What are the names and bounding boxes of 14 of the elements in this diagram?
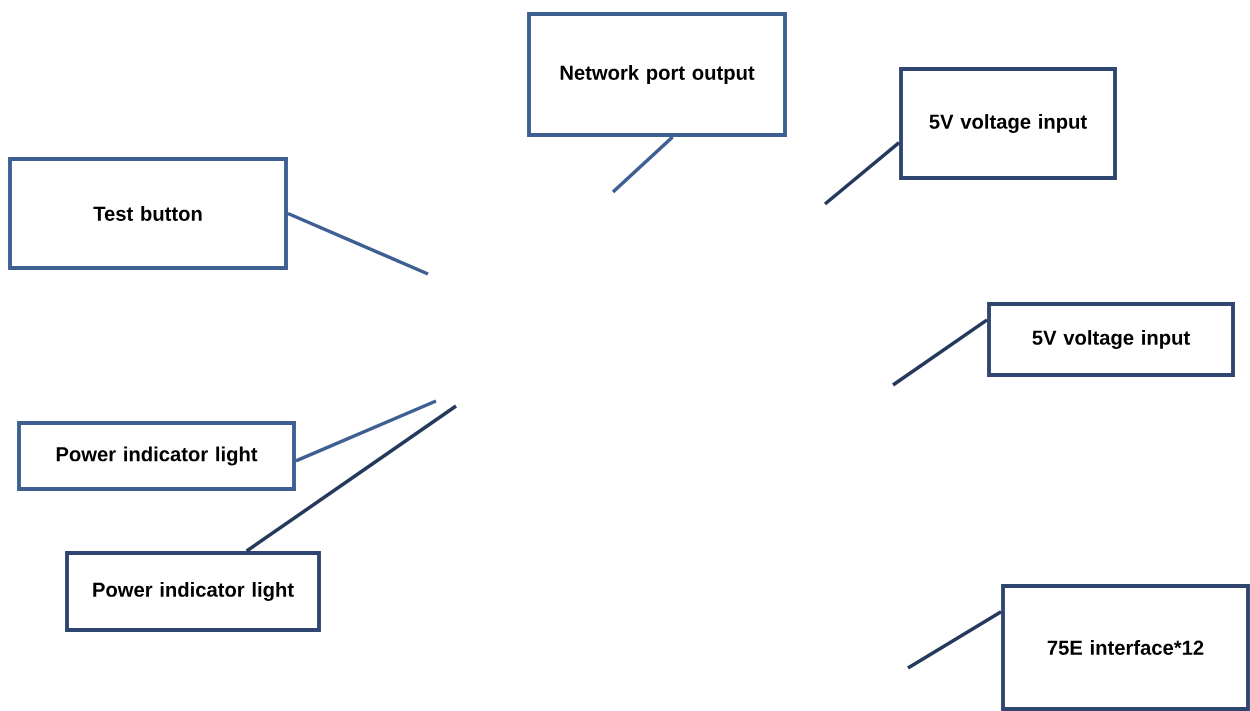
- leader-line: [892, 318, 989, 387]
- label-box: Test button: [8, 157, 288, 270]
- label-box: Power indicator light: [17, 421, 296, 491]
- leader-line: [823, 141, 901, 206]
- leader-line: [907, 610, 1002, 670]
- label-box: 5V voltage input: [899, 67, 1117, 180]
- label-box: Power indicator light: [65, 551, 321, 632]
- leader-line: [611, 135, 674, 194]
- leader-line: [287, 211, 429, 276]
- label-box: 5V voltage input: [987, 302, 1235, 377]
- leader-line: [295, 399, 437, 463]
- leader-line: [245, 404, 457, 553]
- label-box: 75E interface*12: [1001, 584, 1250, 711]
- label-box: Network port output: [527, 12, 787, 137]
